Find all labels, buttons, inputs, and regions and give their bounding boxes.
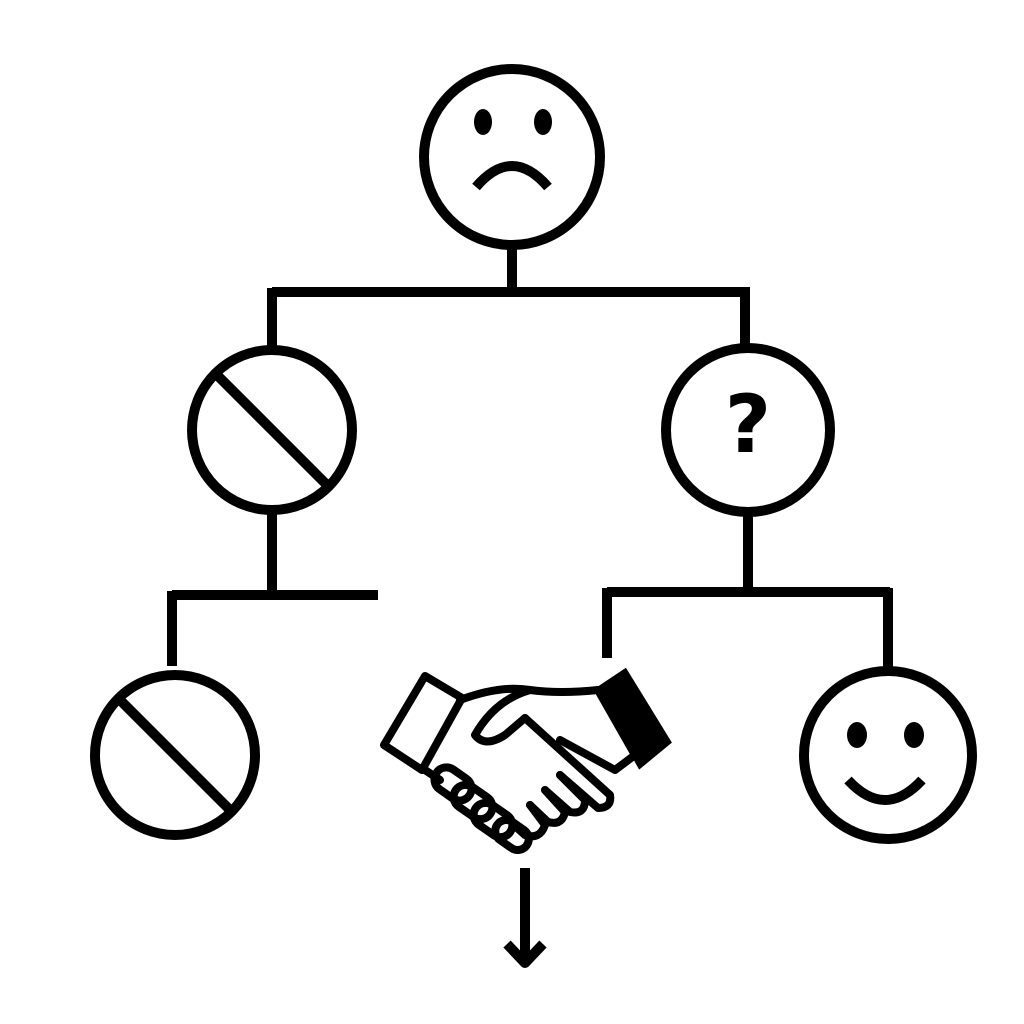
connector-right [602, 513, 893, 668]
prohibited-icon [187, 345, 357, 515]
handshake-icon [380, 667, 672, 855]
prohibited-icon [90, 670, 260, 840]
sad-face-icon [419, 64, 605, 250]
connector-root [267, 247, 750, 346]
happy-face-icon [799, 666, 977, 844]
question-glyph: ? [725, 378, 771, 471]
connector-left [167, 513, 378, 666]
connectors [167, 247, 893, 668]
question-mark-icon: ? [661, 343, 835, 517]
down-arrow-icon [503, 868, 547, 968]
